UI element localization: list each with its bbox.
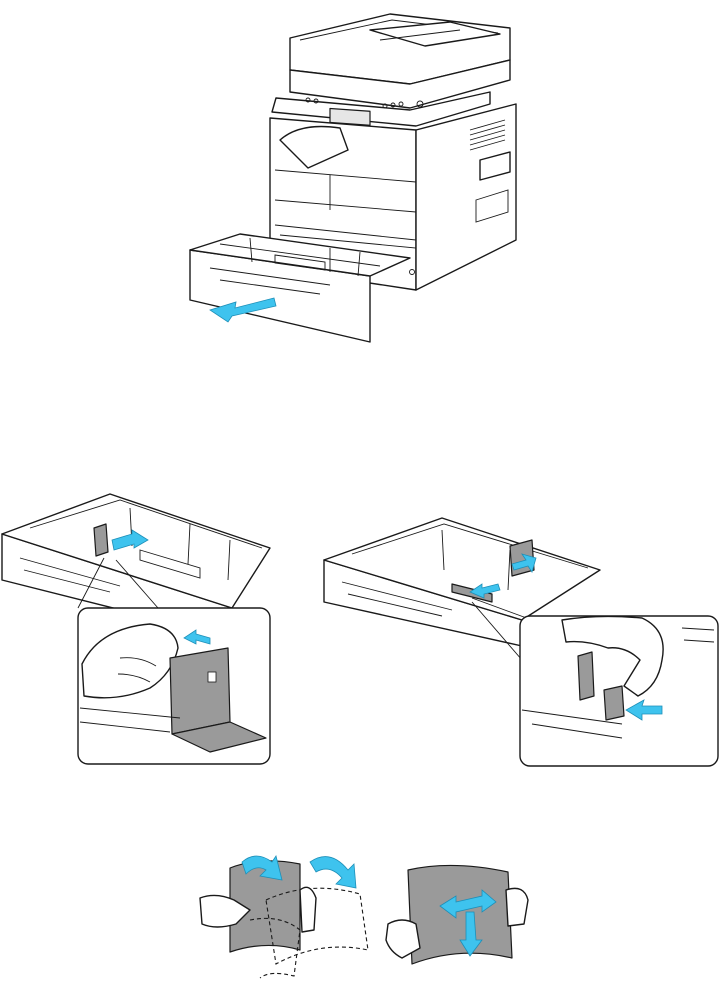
paper-flex-illustration <box>190 840 540 980</box>
paper-fan-figure <box>190 840 540 980</box>
printer-tray-pulled-out-figure <box>180 0 530 350</box>
tray-guide-squeeze-illustration <box>0 488 280 768</box>
tray-guide-slide-illustration <box>322 510 721 770</box>
tray-width-guide-figure <box>322 510 721 770</box>
printer-open-tray-illustration <box>180 0 530 350</box>
tray-length-guide-figure <box>0 488 280 768</box>
